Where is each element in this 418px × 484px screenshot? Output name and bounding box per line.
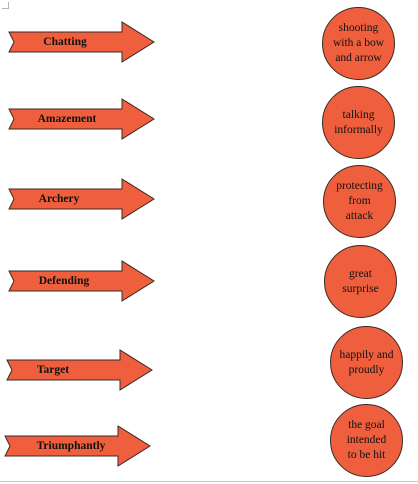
definition-circle-goal[interactable]: the goal intended to be hit xyxy=(330,404,403,477)
arrow-shape xyxy=(8,21,155,63)
definition-circle-shooting[interactable]: shooting with a bow and arrow xyxy=(322,7,395,80)
arrow-label: Triumphantly xyxy=(36,440,106,452)
word-arrow-archery[interactable]: Archery xyxy=(8,178,155,220)
definition-circle-surprise[interactable]: great surprise xyxy=(324,245,397,318)
definition-label: the goal intended to be hit xyxy=(346,419,387,461)
definition-label: happily and proudly xyxy=(339,348,394,376)
word-arrow-chatting[interactable]: Chatting xyxy=(8,21,155,63)
definition-circle-talking[interactable]: talking informally xyxy=(322,86,395,159)
arrow-shape xyxy=(6,349,153,391)
page-corner-mark xyxy=(2,2,9,9)
definition-circle-protecting[interactable]: protecting from attack xyxy=(323,165,396,238)
arrow-label: Target xyxy=(36,364,70,376)
arrow-label: Archery xyxy=(38,193,80,205)
arrow-label: Amazement xyxy=(37,113,97,125)
definition-label: talking informally xyxy=(334,108,383,136)
arrow-shape xyxy=(8,178,155,220)
arrow-label: Chatting xyxy=(43,36,87,48)
arrow-label: Defending xyxy=(38,275,90,287)
definition-label: protecting from attack xyxy=(336,180,383,222)
word-arrow-amazement[interactable]: Amazement xyxy=(8,98,155,140)
word-arrow-defending[interactable]: Defending xyxy=(8,260,155,302)
arrow-shape xyxy=(8,260,155,302)
arrow-shape xyxy=(8,98,155,140)
definition-label: great surprise xyxy=(342,267,379,295)
definition-circle-happily[interactable]: happily and proudly xyxy=(330,326,403,399)
arrow-shape xyxy=(4,425,151,467)
word-arrow-triumphantly[interactable]: Triumphantly xyxy=(4,425,151,467)
page-bottom-rule xyxy=(0,481,418,482)
word-arrow-target[interactable]: Target xyxy=(6,349,153,391)
definition-label: shooting with a bow and arrow xyxy=(332,22,385,64)
